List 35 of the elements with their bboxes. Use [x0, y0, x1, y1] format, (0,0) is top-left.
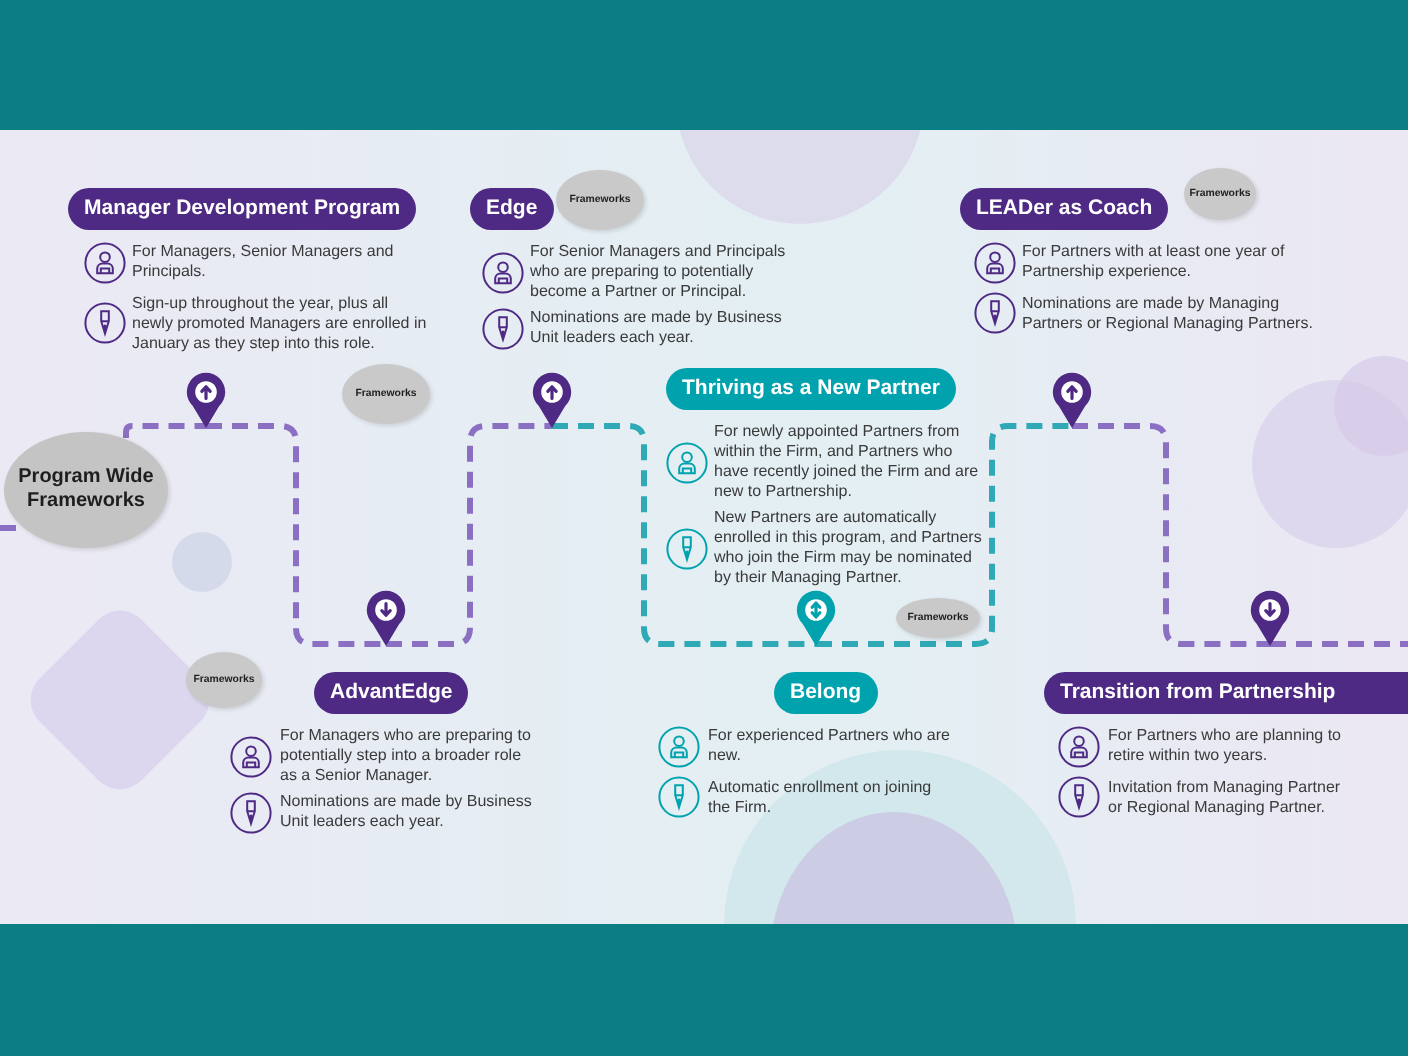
- dashed-route: [552, 423, 816, 647]
- location-pin: [796, 590, 836, 646]
- description-text: For Senior Managers and Principals who are preparing to potentially become a Partner or Principal.: [530, 242, 788, 302]
- description-text: Automatic enrollment on joining the Firm.: [708, 777, 934, 817]
- description-text: Sign-up throughout the year, plus all newly promoted Managers are enrolled in January as they step into this role.: [132, 293, 429, 353]
- location-pin: [1052, 372, 1092, 428]
- location-pin: [366, 590, 406, 646]
- description-text: For Managers, Senior Managers and Principals.: [132, 242, 396, 282]
- description-text: For Partners with at least one year of Partnership experience.: [1022, 242, 1287, 282]
- program-title: LEADer as Coach: [960, 188, 1169, 230]
- dashed-route: [123, 423, 206, 438]
- description-text: Invitation from Managing Partner or Regional Managing Partner.: [1108, 777, 1343, 817]
- description-text: Nominations are made by Business Unit leaders each year.: [530, 308, 784, 348]
- program-title: AdvantEdge: [314, 672, 469, 714]
- description-text: For Partners who are planning to retire within two years.: [1108, 726, 1344, 766]
- program-title: Thriving as a New Partner: [666, 368, 956, 410]
- program-title: Transition from Partnership: [1044, 672, 1408, 714]
- program-title: Belong: [774, 672, 878, 714]
- location-pin: [186, 372, 226, 428]
- dashed-route: [386, 423, 552, 647]
- dashed-route: [1270, 641, 1408, 647]
- location-pin: [1250, 590, 1290, 646]
- dashed-route: [1072, 423, 1270, 647]
- description-text: For experienced Partners who are new.: [708, 726, 952, 766]
- program-title: Manager Development Program: [68, 188, 417, 230]
- ellipse-label: Program Wide Frameworks: [4, 432, 168, 548]
- description-text: For newly appointed Partners from within the Firm, and Partners who have recently joined the Firm and are new to Partnership.: [714, 422, 981, 502]
- description-text: For Managers who are preparing to potentially step into a broader role as a Senior Manager.: [280, 726, 533, 786]
- description-text: Nominations are made by Business Unit leaders each year.: [280, 792, 534, 832]
- dashed-route: [206, 423, 386, 647]
- location-pin: [532, 372, 572, 428]
- dashed-route: [816, 423, 1072, 647]
- description-text: New Partners are automatically enrolled in this program, and Partners who join the Firm may be nominated by their Managing Partner.: [714, 508, 984, 588]
- description-text: Nominations are made by Managing Partners or Regional Managing Partners.: [1022, 293, 1315, 333]
- program-title: Edge: [470, 188, 554, 230]
